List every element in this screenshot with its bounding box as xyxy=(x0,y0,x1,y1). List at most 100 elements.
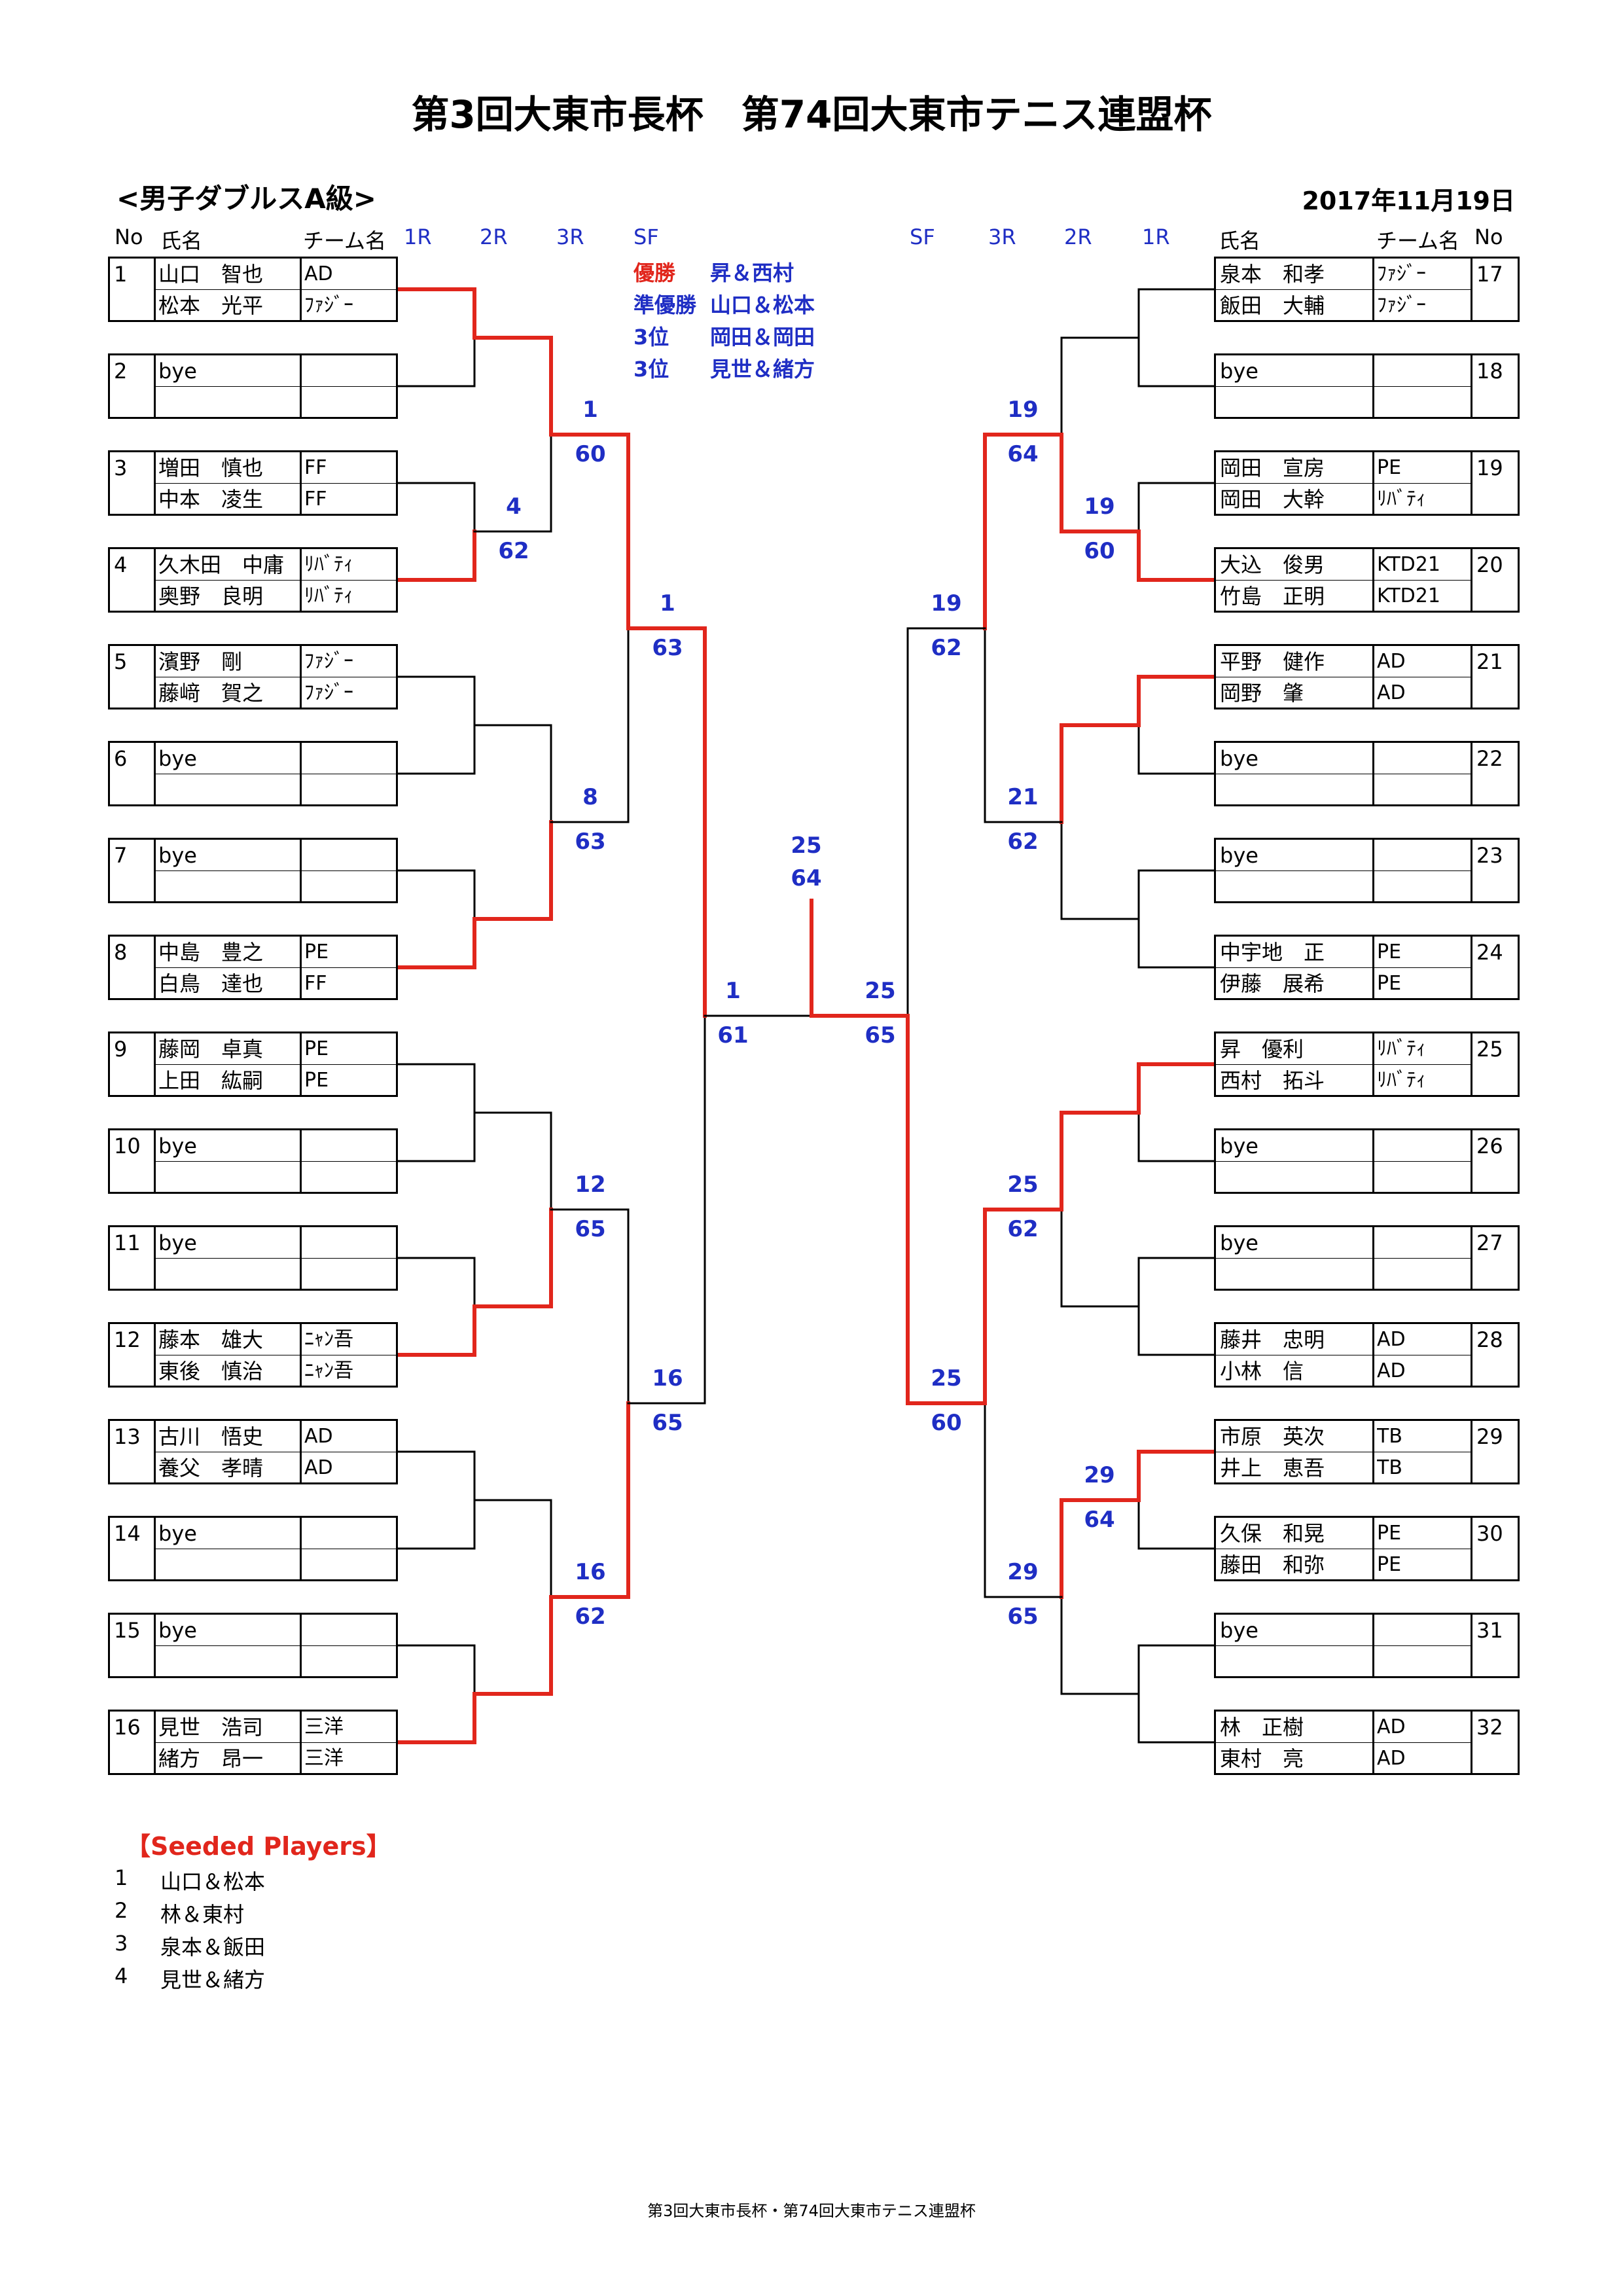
entry-no: 30 xyxy=(1476,1521,1503,1546)
player-team: ﾌｧｼﾞｰ xyxy=(304,650,353,673)
player-name: 古川 悟史 xyxy=(158,1424,264,1449)
player-team: KTD21 xyxy=(1377,584,1440,607)
match-score: 63 xyxy=(652,635,683,661)
player-team: PE xyxy=(304,1037,329,1060)
player-name: bye xyxy=(158,359,197,384)
entry-no: 24 xyxy=(1476,940,1503,965)
cell-divider xyxy=(156,580,396,581)
seed-rank: 3 xyxy=(115,1931,128,1956)
seeded-players-title: 【Seeded Players】 xyxy=(126,1832,391,1861)
result-names-champion: 昇＆西村 xyxy=(710,260,794,285)
result-label-champion: 優勝 xyxy=(633,260,676,285)
header-sf-left: SF xyxy=(633,224,659,249)
seed-rank: 1 xyxy=(115,1865,128,1890)
cell-divider xyxy=(1216,870,1471,871)
entry-no: 9 xyxy=(114,1037,128,1062)
cell-divider xyxy=(154,259,156,320)
seed-names: 泉本＆飯田 xyxy=(160,1935,266,1960)
seed-names: 林＆東村 xyxy=(160,1902,245,1927)
match-score: 60 xyxy=(1084,538,1115,564)
header-no-right: No xyxy=(1474,224,1503,249)
player-team: AD xyxy=(1377,1359,1406,1382)
player-team: AD xyxy=(1377,1747,1406,1770)
player-name: 竹島 正明 xyxy=(1220,584,1325,609)
match-score: 64 xyxy=(1007,441,1039,467)
entry-no: 11 xyxy=(114,1230,141,1255)
match-score: 65 xyxy=(575,1216,606,1242)
player-name: 上田 紘嗣 xyxy=(158,1068,264,1093)
player-name: bye xyxy=(1220,1230,1258,1255)
player-name: 白鳥 達也 xyxy=(158,971,264,996)
entry-no: 21 xyxy=(1476,649,1503,674)
cell-divider xyxy=(156,1161,396,1162)
player-team: 三洋 xyxy=(304,1747,344,1770)
match-score: 62 xyxy=(498,538,529,564)
player-name: 山口 智也 xyxy=(158,262,264,287)
player-name: 藤本 雄大 xyxy=(158,1327,264,1352)
cell-divider xyxy=(1471,1033,1472,1095)
cell-divider xyxy=(1471,1615,1472,1676)
header-2r-right: 2R xyxy=(1064,224,1092,249)
player-team: AD xyxy=(304,262,333,285)
match-score: 1 xyxy=(725,978,741,1004)
player-team: ﾘﾊﾞﾃｨ xyxy=(1377,1037,1426,1060)
entry-no: 15 xyxy=(114,1618,141,1643)
result-label-runner-up: 準優勝 xyxy=(633,293,697,317)
match-score: 29 xyxy=(1007,1559,1039,1585)
entry-no: 23 xyxy=(1476,843,1503,868)
cell-divider xyxy=(1216,580,1471,581)
player-name: bye xyxy=(158,1134,197,1158)
cell-divider xyxy=(1471,1130,1472,1192)
match-score: 65 xyxy=(1007,1604,1039,1630)
player-team: ﾌｧｼﾞｰ xyxy=(304,294,353,317)
player-name: bye xyxy=(1220,1618,1258,1643)
entry-no: 8 xyxy=(114,940,128,965)
entry-no: 17 xyxy=(1476,262,1503,287)
cell-divider xyxy=(154,1130,156,1192)
header-team-left: チーム名 xyxy=(303,228,387,253)
match-score: 65 xyxy=(652,1410,683,1436)
player-team: ﾌｧｼﾞｰ xyxy=(304,681,353,704)
cell-divider xyxy=(154,1615,156,1676)
player-team: AD xyxy=(1377,1715,1406,1738)
player-name: 岡田 大幹 xyxy=(1220,487,1325,512)
player-team: PE xyxy=(1377,1553,1402,1576)
player-name: 小林 信 xyxy=(1220,1359,1304,1384)
player-name: bye xyxy=(1220,843,1258,868)
match-score: 62 xyxy=(1007,1216,1039,1242)
player-team: TB xyxy=(1377,1425,1402,1448)
entry-no: 18 xyxy=(1476,359,1503,384)
player-name: bye xyxy=(1220,746,1258,771)
player-name: bye xyxy=(158,1521,197,1546)
player-team: ﾆｬﾝ吾 xyxy=(304,1359,353,1382)
entry-no: 25 xyxy=(1476,1037,1503,1062)
match-score: 19 xyxy=(1084,493,1115,520)
player-name: 久保 和晃 xyxy=(1220,1521,1325,1546)
player-name: 泉本 和孝 xyxy=(1220,262,1325,287)
player-team: PE xyxy=(1377,1522,1402,1545)
cell-divider xyxy=(154,840,156,901)
seed-rank: 4 xyxy=(115,1964,128,1988)
match-score: 64 xyxy=(1084,1507,1115,1533)
player-name: 中本 凌生 xyxy=(158,487,264,512)
match-score: 12 xyxy=(575,1172,606,1198)
player-team: PE xyxy=(304,941,329,963)
cell-divider xyxy=(154,646,156,708)
cell-divider xyxy=(1471,840,1472,901)
entry-no: 20 xyxy=(1476,552,1503,577)
player-team: ﾘﾊﾞﾃｨ xyxy=(304,584,353,607)
player-name: 林 正樹 xyxy=(1220,1715,1304,1740)
seed-names: 山口＆松本 xyxy=(160,1869,266,1894)
player-team: FF xyxy=(304,456,327,479)
cell-divider xyxy=(1471,1324,1472,1386)
player-team: ﾌｧｼﾞｰ xyxy=(1377,262,1426,285)
